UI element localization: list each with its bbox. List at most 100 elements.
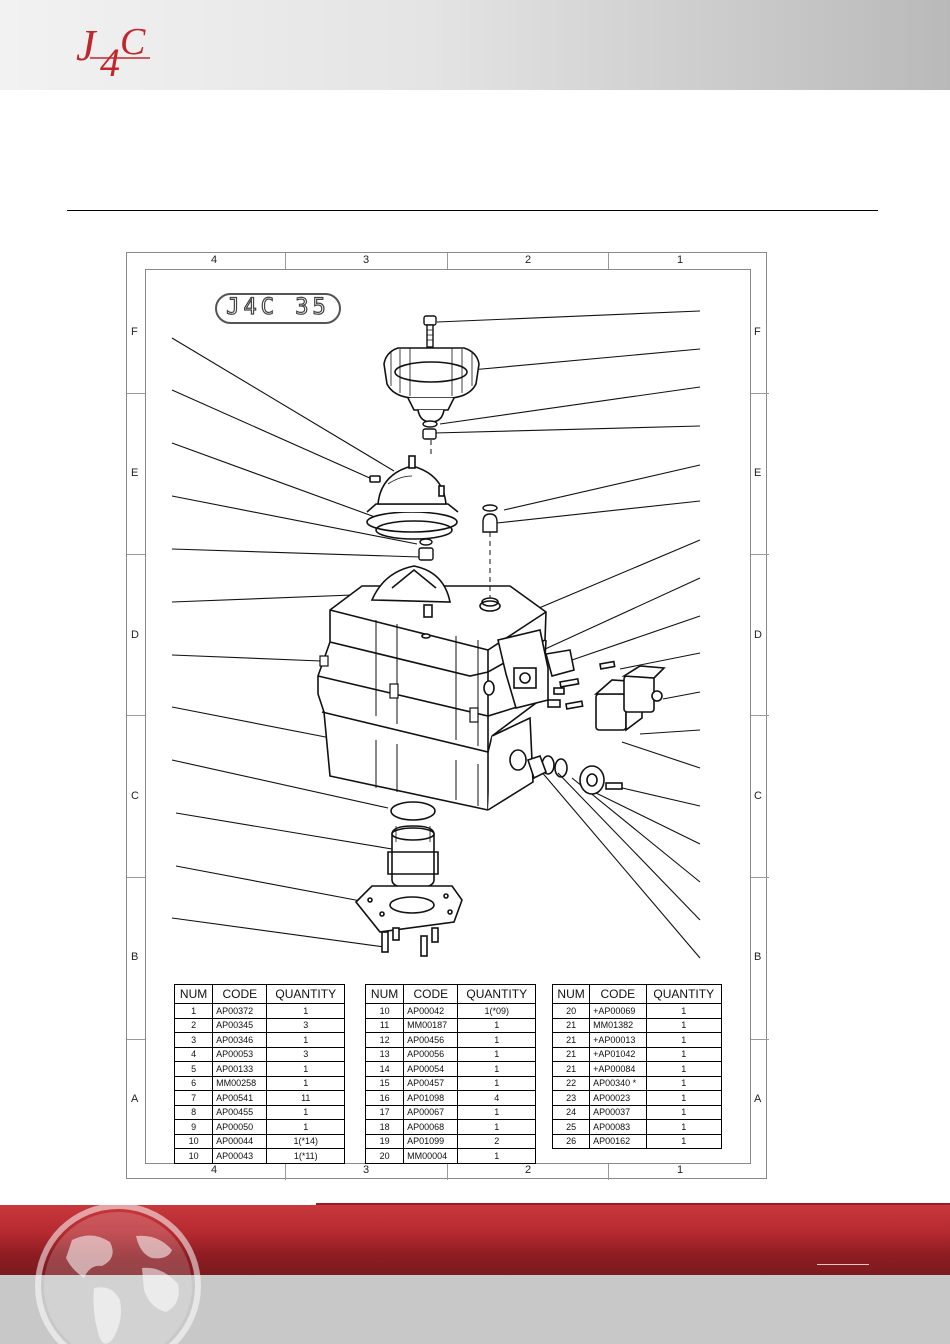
zone-row-label: B — [754, 951, 762, 963]
part-num-cell: 21 — [551, 1017, 591, 1033]
column-header: CODE — [212, 984, 268, 1004]
zone-row-label: E — [131, 467, 139, 479]
part-num-cell: 2 — [173, 1017, 214, 1033]
part-code-cell: +AP00013 — [589, 1032, 647, 1048]
part-qty-cell: 1 — [645, 1061, 722, 1077]
zone-row-label: B — [131, 951, 139, 963]
part-qty-cell: 1 — [266, 1032, 345, 1048]
part-num-cell: 24 — [551, 1104, 591, 1120]
part-code-cell: AP00457 — [403, 1075, 459, 1091]
zone-tick — [608, 1164, 609, 1180]
part-code-cell: AP00067 — [403, 1104, 459, 1120]
part-num-cell: 21 — [551, 1061, 591, 1077]
globe-icon — [35, 1203, 201, 1344]
zone-row-label: D — [754, 629, 762, 641]
part-code-cell: AP00083 — [589, 1119, 647, 1135]
actuator-housing-icon — [317, 565, 547, 811]
zone-row-label: D — [131, 629, 139, 641]
part-num-cell: 3 — [173, 1032, 214, 1048]
drive-coupling-icon — [387, 825, 439, 889]
part-num-cell: 18 — [364, 1119, 405, 1135]
part-num-cell: 6 — [173, 1075, 214, 1091]
top-screw-icon — [423, 315, 437, 348]
table-header-row: NUM CODE QUANTITY — [173, 984, 345, 1004]
part-code-cell: AP00456 — [403, 1032, 459, 1048]
svg-text:C: C — [120, 21, 146, 63]
part-qty-cell: 1 — [645, 1046, 722, 1062]
part-qty-cell: 1 — [457, 1017, 536, 1033]
part-qty-cell: 1 — [266, 1075, 345, 1091]
column-header: QUANTITY — [645, 984, 722, 1004]
part-code-cell: AP00455 — [212, 1104, 268, 1120]
dome-cover-icon — [366, 455, 459, 533]
part-code-cell: AP01099 — [403, 1133, 459, 1149]
part-num-cell: 9 — [173, 1119, 214, 1135]
zone-tick — [751, 554, 769, 555]
column-header: CODE — [589, 984, 647, 1004]
part-qty-cell: 1 — [645, 1017, 722, 1033]
part-code-cell: AP00133 — [212, 1061, 268, 1077]
part-qty-cell: 1 — [457, 1104, 536, 1120]
part-num-cell: 8 — [173, 1104, 214, 1120]
part-num-cell: 1 — [173, 1003, 214, 1019]
zone-col-label: 4 — [210, 254, 218, 266]
part-num-cell: 10 — [173, 1133, 214, 1149]
part-qty-cell: 1(*11) — [266, 1148, 345, 1164]
indicator-cap-icon — [383, 347, 480, 423]
column-header: QUANTITY — [457, 984, 536, 1004]
part-code-cell: AP00023 — [589, 1090, 647, 1106]
svg-text:4: 4 — [100, 40, 120, 80]
zone-row-label: C — [754, 790, 762, 802]
part-code-cell: AP00372 — [212, 1003, 268, 1019]
zone-tick — [127, 554, 145, 555]
zone-row-label: A — [131, 1093, 139, 1105]
part-num-cell: 20 — [551, 1003, 591, 1019]
part-qty-cell: 1 — [645, 1032, 722, 1048]
part-num-cell: 22 — [551, 1075, 591, 1091]
part-qty-cell: 1 — [457, 1046, 536, 1062]
part-qty-cell: 4 — [457, 1090, 536, 1106]
part-qty-cell: 1 — [645, 1075, 722, 1091]
table-header-row: NUM CODE QUANTITY — [551, 984, 722, 1004]
part-code-cell: AP01098 — [403, 1090, 459, 1106]
part-code-cell: AP00042 — [403, 1003, 459, 1019]
part-num-cell: 4 — [173, 1046, 214, 1062]
table-header-row: NUM CODE QUANTITY — [364, 984, 536, 1004]
drawing-inner-frame — [145, 269, 751, 1164]
part-code-cell: AP00162 — [589, 1133, 647, 1149]
part-code-cell: AP00044 — [212, 1133, 268, 1149]
mounting-plate-icon — [354, 885, 463, 957]
part-code-cell: AP00054 — [403, 1061, 459, 1077]
zone-tick — [127, 393, 145, 394]
part-code-cell: AP00037 — [589, 1104, 647, 1120]
column-header: NUM — [364, 984, 405, 1004]
part-code-cell: MM00258 — [212, 1075, 268, 1091]
part-qty-cell: 1 — [266, 1104, 345, 1120]
zone-tick — [127, 877, 145, 878]
zone-row-label: E — [754, 467, 762, 479]
part-num-cell: 17 — [364, 1104, 405, 1120]
zone-row-label: C — [131, 790, 139, 802]
part-num-cell: 20 — [364, 1148, 405, 1164]
part-qty-cell: 1 — [266, 1061, 345, 1077]
part-num-cell: 15 — [364, 1075, 405, 1091]
